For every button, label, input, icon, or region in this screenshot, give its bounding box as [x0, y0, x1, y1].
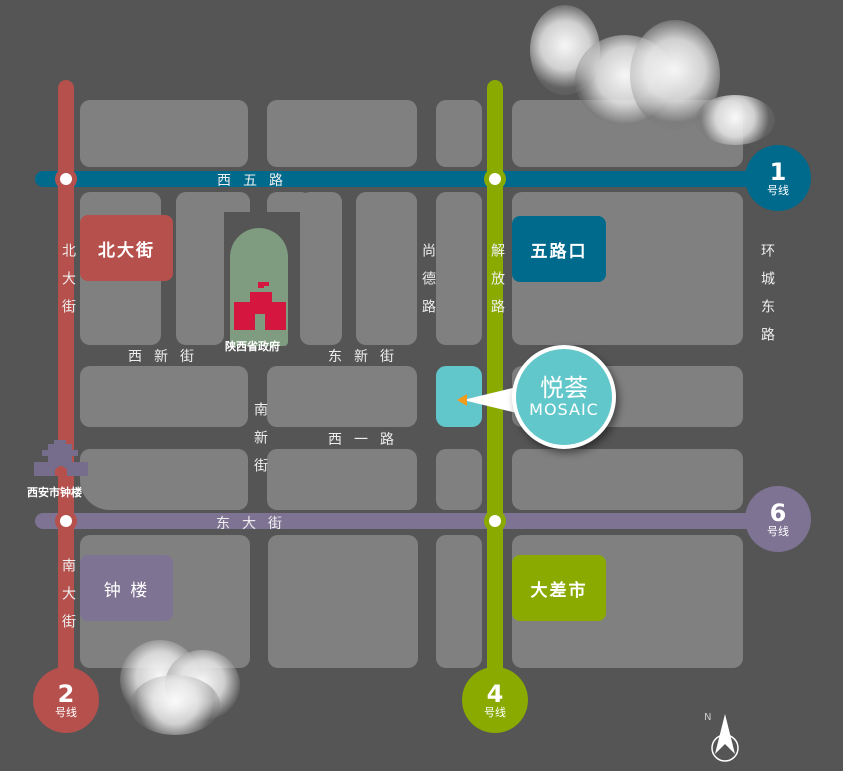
- street-nanxinjie: 南新街: [252, 402, 268, 486]
- destination-name-cn: 悦荟: [540, 374, 588, 402]
- street-beidajie: 北大街: [60, 243, 76, 327]
- city-block: [436, 100, 482, 167]
- line-2-terminus[interactable]: 2 号线: [33, 667, 99, 733]
- destination-name-en: MOSAIC: [529, 400, 599, 419]
- station-label-zhonglou[interactable]: 钟 楼: [80, 555, 173, 621]
- city-block: [356, 192, 417, 345]
- street-jiefanglu: 解放路: [489, 243, 505, 327]
- landmark-bell-tower-label: 西安市钟楼: [27, 486, 82, 499]
- destination-pointer-icon: [457, 385, 525, 415]
- city-block: [80, 449, 248, 510]
- line-1-terminus[interactable]: 1 号线: [745, 145, 811, 211]
- street-dongdajie: 东大街: [216, 516, 294, 532]
- line-1-number: 1: [769, 157, 787, 186]
- line-6-number: 6: [769, 498, 787, 527]
- metro-line-2: [58, 80, 74, 690]
- line-6-terminus[interactable]: 6 号线: [745, 486, 811, 552]
- landmark-government-label: 陕西省政府: [225, 340, 280, 353]
- cloud-top-right: [520, 0, 780, 150]
- line-4-terminus[interactable]: 4 号线: [462, 667, 528, 733]
- station-zhonglou-marker[interactable]: [55, 510, 77, 532]
- line-6-suffix: 号线: [767, 524, 789, 538]
- station-label-dachashi[interactable]: 大差市: [512, 555, 606, 621]
- street-dongxinjie: 东新街: [328, 349, 406, 365]
- city-block: [267, 366, 417, 427]
- city-block: [206, 192, 250, 212]
- street-nandajie: 南大街: [60, 558, 76, 642]
- metro-line-1: [35, 171, 780, 187]
- government-building-icon: [234, 282, 286, 330]
- mosaic-target-block[interactable]: [436, 366, 482, 427]
- city-block: [436, 192, 482, 345]
- bell-tower-icon: [34, 440, 88, 476]
- street-xiyilu: 西一路: [328, 432, 406, 448]
- city-block: [80, 366, 248, 427]
- street-huanchengdonglu: 环城东路: [759, 243, 775, 355]
- city-block: [436, 449, 482, 510]
- station-label-wulukou[interactable]: 五路口: [512, 216, 606, 282]
- metro-line-6: [35, 513, 780, 529]
- line-4-suffix: 号线: [484, 705, 506, 719]
- street-xiwulu: 西五路: [217, 173, 295, 189]
- city-block: [300, 192, 342, 345]
- cloud-bottom-left: [110, 630, 250, 750]
- street-xixinjie: 西新街: [128, 349, 206, 365]
- city-block: [176, 192, 224, 345]
- line-4-number: 4: [486, 679, 504, 708]
- line-2-number: 2: [57, 679, 75, 708]
- station-label-beidajie[interactable]: 北大街: [80, 215, 173, 281]
- city-block: [436, 535, 482, 668]
- city-block: [268, 535, 418, 668]
- city-block: [267, 449, 417, 510]
- city-block: [512, 449, 743, 510]
- destination-mosaic-badge[interactable]: 悦荟 MOSAIC: [512, 345, 616, 449]
- city-block: [80, 100, 248, 167]
- station-beidajie-marker[interactable]: [55, 168, 77, 190]
- city-block: [267, 100, 417, 167]
- line-1-suffix: 号线: [767, 183, 789, 197]
- compass-arrow-icon: [711, 714, 739, 762]
- metro-line-4: [487, 80, 503, 690]
- compass: N: [700, 710, 750, 765]
- street-shangdelu: 尚德路: [420, 243, 436, 327]
- line-2-suffix: 号线: [55, 705, 77, 719]
- station-wulukou-marker[interactable]: [484, 168, 506, 190]
- station-dachashi-marker[interactable]: [484, 510, 506, 532]
- compass-north-label: N: [704, 712, 712, 723]
